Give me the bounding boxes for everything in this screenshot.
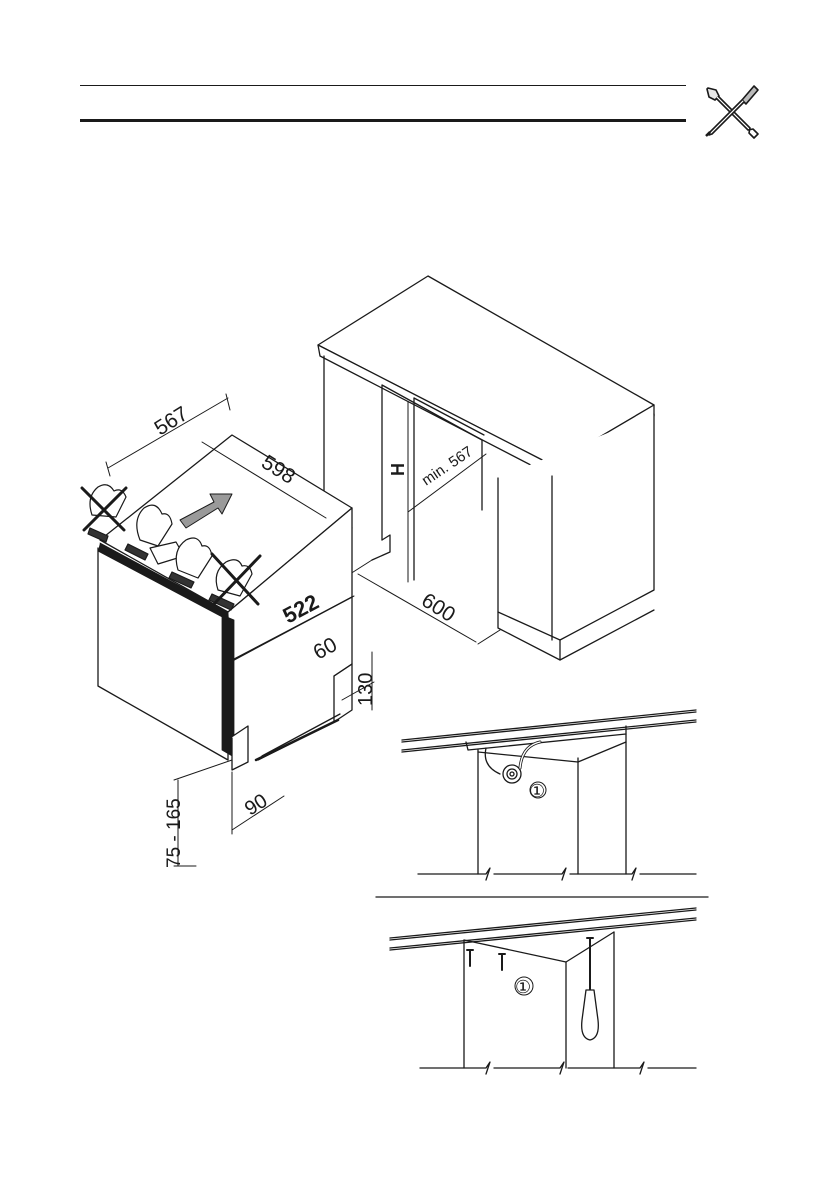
dim-plinth-height: 75 - 165 xyxy=(164,798,185,868)
dim-niche-width: 600 xyxy=(417,589,459,627)
detail-top-callout: ① xyxy=(529,781,545,801)
dim-toe-height: 130 xyxy=(355,673,377,706)
dim-depth: 567 xyxy=(150,402,192,440)
detail-bottom-callout: ① xyxy=(515,977,531,997)
kitchen-cabinet xyxy=(318,276,654,660)
dishwasher-unit xyxy=(98,394,374,866)
detail-bottom-figure xyxy=(390,908,696,1074)
dim-plinth-depth: 90 xyxy=(241,790,272,820)
dim-niche-height-label: H xyxy=(388,463,408,476)
detail-top-figure xyxy=(402,710,696,880)
